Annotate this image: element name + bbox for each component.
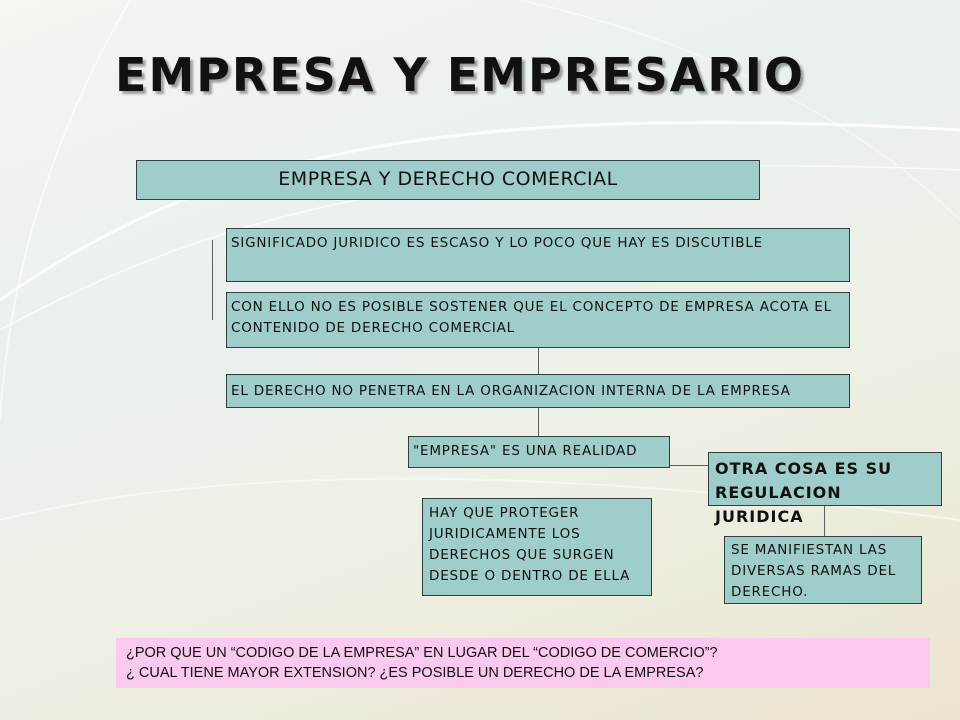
connector-left [212,240,213,320]
box-otra-cosa: OTRA COSA ES SU REGULACION JURIDICA [708,452,942,526]
box-realidad: "EMPRESA" ES UNA REALIDAD [408,436,670,468]
box-manifiestan: SE MANIFIESTAN LAS DIVERSAS RAMAS DEL DE… [724,536,922,604]
connector-right [824,506,825,536]
box-derecho: EL DERECHO NO PENETRA EN LA ORGANIZACION… [226,374,850,408]
box-proteger: HAY QUE PROTEGER JURIDICAMENTE LOS DEREC… [422,498,652,596]
header-box: EMPRESA Y DERECHO COMERCIAL [136,160,760,200]
question-line-2: ¿ CUAL TIENE MAYOR EXTENSION? ¿ES POSIBL… [126,665,704,681]
box-con-ello: CON ELLO NO ES POSIBLE SOSTENER QUE EL C… [226,292,850,348]
question-box: ¿POR QUE UN “CODIGO DE LA EMPRESA” EN LU… [116,638,930,688]
slide-title: EMPRESA Y EMPRESARIO [115,48,805,102]
question-line-1: ¿POR QUE UN “CODIGO DE LA EMPRESA” EN LU… [126,645,718,661]
connector-center-2 [538,408,539,436]
connector-center [538,348,539,374]
connector-horizontal [670,465,708,466]
box-significado: SIGNIFICADO JURIDICO ES ESCASO Y LO POCO… [226,228,850,282]
